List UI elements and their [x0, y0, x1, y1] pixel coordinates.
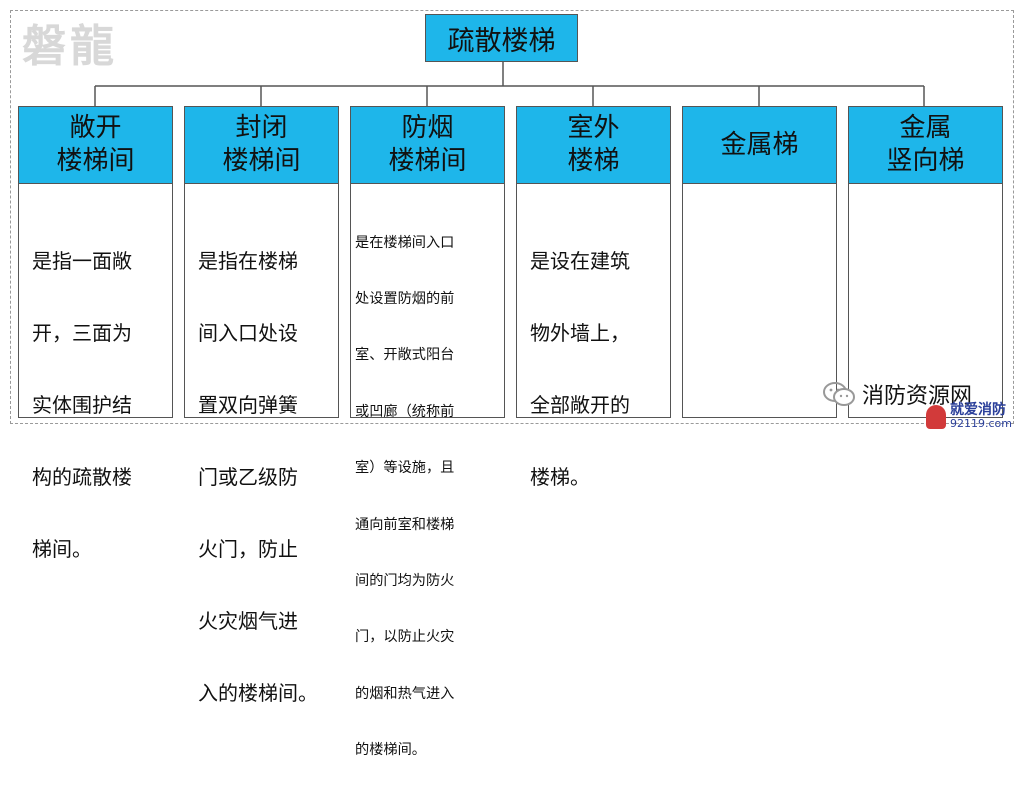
logo-url: 92119.com — [950, 417, 1012, 430]
desc-line: 处设置防烟的前 — [355, 290, 455, 307]
wechat-icon — [823, 382, 855, 406]
desc-line: 通向前室和楼梯 — [355, 516, 455, 533]
root-label: 疏散楼梯 — [447, 25, 556, 57]
desc-box-enclosed-stair: 是指在楼梯 间入口处设 置双向弹簧 门或乙级防 火门，防止 火灾烟气进 入的楼梯… — [184, 184, 339, 705]
node-open-stair: 敞开 楼梯间 — [18, 106, 173, 184]
desc-line: 是指一面敞 — [32, 249, 132, 273]
desc-line: 实体围护结 — [32, 393, 132, 417]
desc-box-smokeproof-stair: 是在楼梯间入口 处设置防烟的前 室、开敞式阳台 或凹廊（统称前 室）等设施，且 … — [350, 184, 505, 758]
desc-line: 门或乙级防 — [198, 465, 298, 489]
node-title-line: 竖向梯 — [886, 146, 965, 176]
desc-line: 室）等设施，且 — [355, 460, 455, 477]
desc-line: 梯间。 — [32, 537, 92, 561]
desc-line: 是指在楼梯 — [198, 249, 298, 273]
desc-line: 室、开敞式阳台 — [355, 347, 455, 364]
node-title-line: 楼梯间 — [56, 146, 135, 176]
desc-line: 门，以防止火灾 — [355, 629, 455, 646]
desc-box-open-stair: 是指一面敞 开，三面为 实体围护结 构的疏散楼 梯间。 — [18, 184, 173, 561]
desc-line: 楼梯。 — [530, 465, 590, 489]
node-title-line: 敞开 — [69, 113, 122, 143]
node-title-line: 楼梯间 — [222, 146, 301, 176]
desc-line: 的烟和热气进入 — [355, 685, 455, 702]
desc-line: 或凹廊（统称前 — [355, 403, 455, 420]
node-enclosed-stair: 封闭 楼梯间 — [184, 106, 339, 184]
node-metal-stair: 金属梯 — [682, 106, 837, 184]
fire-logo-icon — [926, 405, 946, 429]
wechat-account: 消防资源网 — [822, 378, 972, 410]
node-title-line: 室外 — [567, 113, 620, 143]
desc-line: 置双向弹簧 — [198, 393, 298, 417]
site-logo: 就爱消防 92119.com — [926, 402, 1012, 430]
desc-line: 构的疏散楼 — [32, 465, 132, 489]
diagram-frame — [10, 10, 1014, 424]
node-metal-vertical-ladder: 金属 竖向梯 — [848, 106, 1003, 184]
node-title-line: 金属 — [899, 113, 952, 143]
desc-line: 间的门均为防火 — [355, 572, 455, 589]
watermark: 磐龍 — [22, 21, 118, 72]
logo-title: 就爱消防 — [950, 402, 1006, 418]
connector-lines — [94, 62, 925, 106]
node-title-line: 防烟 — [401, 113, 454, 143]
desc-line: 是在楼梯间入口 — [355, 234, 455, 251]
desc-line: 开，三面为 — [32, 321, 132, 345]
wechat-name: 消防资源网 — [862, 384, 973, 409]
desc-box-metal-stair — [682, 184, 837, 418]
desc-line: 物外墙上， — [530, 321, 630, 345]
node-title-line: 封闭 — [235, 113, 288, 143]
desc-box-metal-vertical-ladder — [848, 184, 1003, 418]
desc-line: 的楼梯间。 — [355, 742, 426, 759]
desc-line: 是设在建筑 — [530, 249, 630, 273]
node-title-line: 楼梯 — [567, 146, 620, 176]
desc-line: 火灾烟气进 — [198, 609, 298, 633]
desc-line: 火门，防止 — [198, 537, 298, 561]
node-outdoor-stair: 室外 楼梯 — [516, 106, 671, 184]
desc-line: 间入口处设 — [198, 321, 298, 345]
root-node: 疏散楼梯 — [425, 14, 578, 62]
desc-line: 全部敞开的 — [530, 393, 630, 417]
desc-line: 入的楼梯间。 — [198, 681, 318, 705]
desc-box-outdoor-stair: 是设在建筑 物外墙上， 全部敞开的 楼梯。 — [516, 184, 671, 489]
node-title-line: 金属梯 — [720, 129, 799, 160]
node-title-line: 楼梯间 — [388, 146, 467, 176]
node-smokeproof-stair: 防烟 楼梯间 — [350, 106, 505, 184]
